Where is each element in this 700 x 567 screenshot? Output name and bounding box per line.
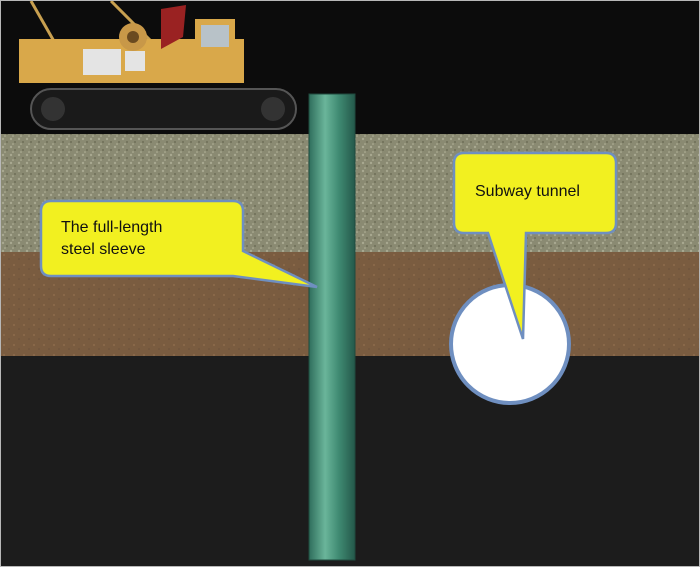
steel-sleeve-label: The full-length steel sleeve	[61, 217, 162, 261]
subway-tunnel-label: Subway tunnel	[475, 183, 580, 200]
sleeve-callout-bubble	[39, 199, 318, 289]
tunnel-callout-bubble	[452, 151, 618, 340]
drilling-rig-icon	[19, 1, 297, 130]
steel-sleeve-label-line2: steel sleeve	[61, 241, 146, 258]
steel-sleeve-label-line1: The full-length	[61, 219, 163, 236]
steel-sleeve	[308, 93, 356, 561]
